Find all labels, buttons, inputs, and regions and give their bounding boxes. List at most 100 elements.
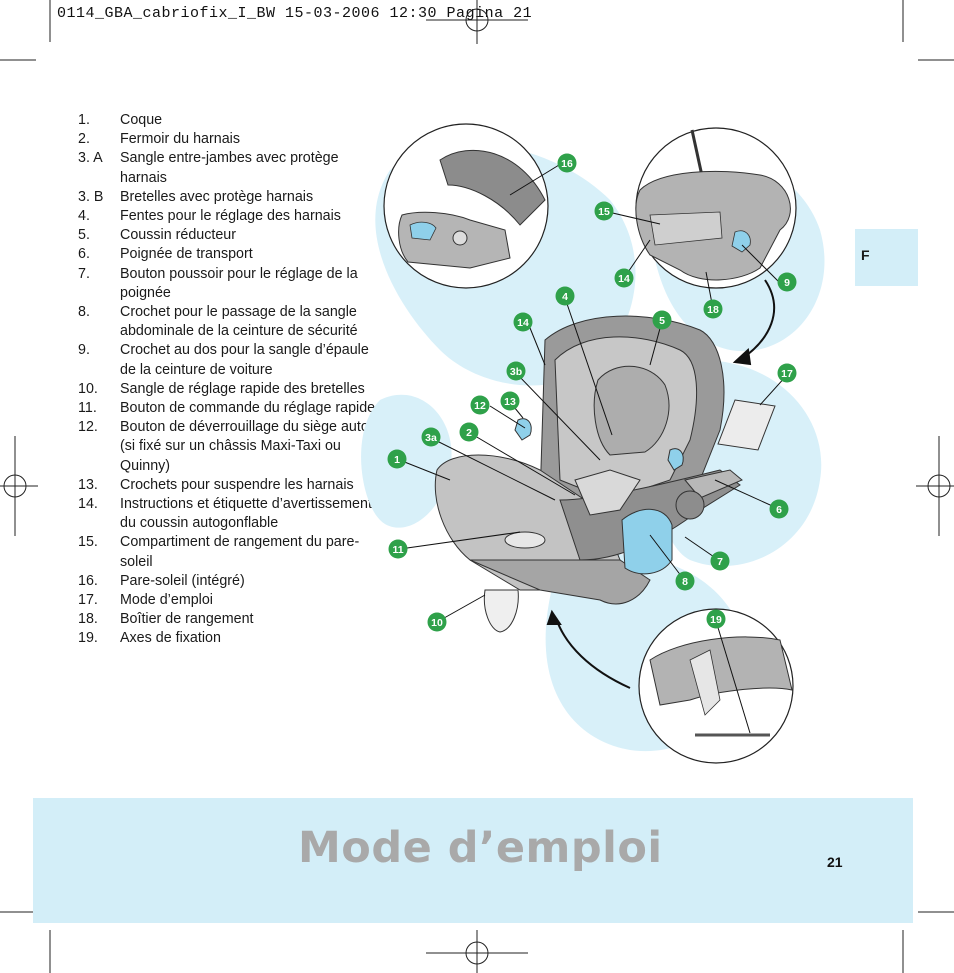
list-item-label: Bouton de déverrouillage du siège auto (… — [120, 419, 369, 474]
svg-text:18: 18 — [707, 304, 719, 316]
list-item: 3. A Sangle entre-jambes avec protège har… — [78, 149, 378, 187]
callout-13: 13 — [500, 391, 520, 411]
svg-text:14: 14 — [517, 317, 529, 329]
svg-text:10: 10 — [431, 617, 443, 629]
svg-text:6: 6 — [776, 504, 782, 516]
list-item: 6.Poignée de transport — [78, 245, 378, 264]
svg-text:7: 7 — [717, 556, 723, 568]
svg-text:3a: 3a — [425, 432, 437, 444]
list-item-number: 15. — [78, 534, 98, 551]
svg-text:12: 12 — [474, 400, 486, 412]
list-item-label: Instructions et étiquette d’avertissemen… — [120, 496, 372, 532]
list-item: 10.Sangle de réglage rapide des bretelle… — [78, 380, 378, 399]
callout-14-detail: 14 — [614, 268, 634, 288]
list-item: 7. Bouton poussoir pour le réglage de la … — [78, 265, 378, 303]
list-item-number: 1. — [78, 112, 90, 128]
callout-6: 6 — [769, 499, 789, 519]
list-item-label: Bouton poussoir pour le réglage de la po… — [120, 265, 358, 301]
footer-band: Mode d’emploi 21 — [33, 798, 913, 923]
callout-19: 19 — [706, 609, 726, 629]
list-item-label: Sangle entre-jambes avec protège harnais — [120, 150, 339, 186]
svg-text:14: 14 — [618, 273, 630, 285]
print-slug: 0114_GBA_cabriofix_I_BW 15-03-2006 12:30… — [57, 5, 533, 22]
list-item: 11.Bouton de commande du réglage rapide — [78, 399, 378, 418]
list-item-number: 12. — [78, 419, 98, 436]
svg-text:13: 13 — [504, 396, 516, 408]
svg-text:1: 1 — [394, 454, 400, 466]
list-item-label: Crochet pour le passage de la sangle abd… — [120, 304, 358, 340]
list-item: 2.Fermoir du harnais — [78, 130, 378, 149]
list-item-label: Bouton de commande du réglage rapide — [120, 400, 376, 417]
svg-text:4: 4 — [562, 291, 568, 303]
callout-3a: 3a — [421, 427, 441, 447]
callout-7: 7 — [710, 551, 730, 571]
list-item-number: 4. — [78, 208, 90, 225]
list-item: 1.Coque — [78, 111, 378, 130]
instruction-booklet — [717, 399, 776, 451]
language-tab-label: F — [861, 247, 870, 263]
list-item: 14. Instructions et étiquette d’avertisse… — [78, 495, 378, 533]
list-item-number: 19. — [78, 630, 98, 647]
direction-arrows — [546, 279, 775, 689]
callout-4: 4 — [555, 286, 575, 306]
list-item-number: 7. — [78, 265, 90, 282]
callout-11: 11 — [388, 539, 408, 559]
callout-14-main: 14 — [513, 312, 533, 332]
list-item: 19. Axes de fixation — [78, 629, 378, 648]
list-item-label: Coussin réducteur — [120, 227, 237, 244]
list-item: 12. Bouton de déverrouillage du siège aut… — [78, 418, 378, 476]
list-item: 16. Pare-soleil (intégré) — [78, 572, 378, 591]
list-item-number: 14. — [78, 496, 98, 513]
svg-text:19: 19 — [710, 614, 722, 626]
list-item-number: 10. — [78, 380, 98, 397]
callout-9: 9 — [777, 272, 797, 292]
list-item-label: Compartiment de rangement du pare-soleil — [120, 534, 360, 570]
callout-3b: 3b — [506, 361, 526, 381]
callouts: 16 15 14 9 18 4 5 14 3b 17 12 13 3a 2 1 … — [387, 153, 797, 632]
callout-18: 18 — [703, 299, 723, 319]
list-item-label: Poignée de transport — [120, 246, 253, 263]
detail-sunshade — [383, 123, 549, 289]
callout-17: 17 — [777, 363, 797, 383]
list-item-label: Boîtier de rangement — [120, 611, 254, 628]
svg-text:11: 11 — [392, 544, 403, 556]
svg-text:2: 2 — [466, 427, 472, 439]
list-item-number: 5. — [78, 227, 90, 244]
list-item: 15. Compartiment de rangement du pare-sol… — [78, 533, 378, 571]
list-item-label: Bretelles avec protège harnais — [120, 188, 314, 205]
svg-text:3b: 3b — [510, 366, 522, 378]
callout-1: 1 — [387, 449, 407, 469]
list-item: 5. Coussin réducteur — [78, 226, 378, 245]
list-item-number: 13. — [78, 476, 98, 493]
list-item: 13. Crochets pour suspendre les harnais — [78, 476, 378, 495]
callout-5: 5 — [652, 310, 672, 330]
list-item-number: 3. A — [78, 150, 103, 167]
list-item-number: 8. — [78, 304, 90, 321]
car-seat-main — [434, 315, 743, 633]
page-number: 21 — [827, 854, 843, 870]
list-item: 18.Boîtier de rangement — [78, 610, 378, 629]
list-item-label: Fermoir du harnais — [120, 131, 240, 148]
callout-16: 16 — [557, 153, 577, 173]
list-item: 17.Mode d’emploi — [78, 591, 378, 610]
svg-text:9: 9 — [784, 277, 790, 289]
callout-2: 2 — [459, 422, 479, 442]
callout-15: 15 — [594, 201, 614, 221]
list-item-label: Crochets pour suspendre les harnais — [120, 476, 354, 493]
list-item-label: Pare-soleil (intégré) — [120, 572, 245, 589]
list-item: 9.Crochet au dos pour la sangle d’épaule… — [78, 341, 378, 379]
callout-10: 10 — [427, 612, 447, 632]
list-item-number: 16. — [78, 572, 98, 589]
detail-fixation — [638, 608, 794, 764]
svg-text:5: 5 — [659, 315, 665, 327]
language-tab: F — [855, 229, 918, 286]
list-item: 8. Crochet pour le passage de la sangle a… — [78, 303, 378, 341]
list-item-label: Axes de fixation — [120, 630, 221, 647]
list-item-number: 17. — [78, 592, 98, 609]
list-item-label: Fentes pour le réglage des harnais — [120, 208, 341, 225]
svg-text:8: 8 — [682, 576, 688, 588]
page-title: Mode d’emploi — [298, 823, 663, 873]
callout-12: 12 — [470, 395, 490, 415]
